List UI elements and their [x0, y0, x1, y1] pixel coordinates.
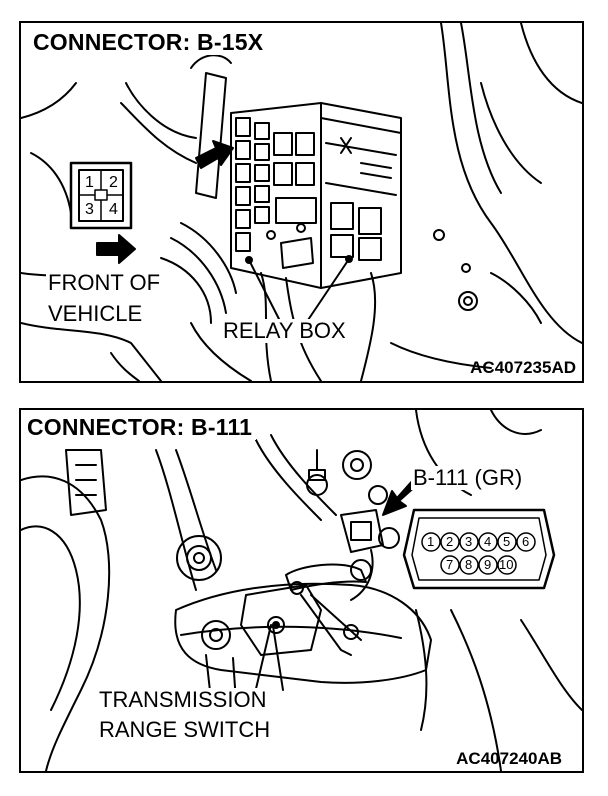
pin-8-label: 8: [465, 557, 473, 572]
pin-2-label: 2: [446, 534, 454, 549]
top-diagram-panel: 1 2 3 4 CONNECTOR: B-15X FRONT OF VEHICL…: [19, 21, 584, 383]
pin-1-label: 1: [427, 534, 435, 549]
pin-4-label: 4: [109, 201, 118, 218]
transmission-drawing: [21, 410, 582, 771]
pin-6-label: 6: [522, 534, 530, 549]
relay-box-drawing: [21, 23, 582, 381]
top-figure-code: AC407235AD: [470, 358, 576, 377]
front-of-vehicle-label-2: VEHICLE: [46, 301, 145, 326]
pin-2-label: 2: [109, 174, 118, 191]
pin-4-label: 4: [484, 534, 492, 549]
relay-box-label: RELAY BOX: [221, 318, 348, 343]
front-of-vehicle-label-1: FRONT OF: [46, 270, 163, 295]
range-switch-label-2: RANGE SWITCH: [97, 717, 273, 742]
top-panel-title: CONNECTOR: B-15X: [29, 29, 268, 55]
pin-5-label: 5: [503, 534, 511, 549]
pin-9-label: 9: [484, 557, 492, 572]
transmission-label-1: TRANSMISSION: [97, 687, 269, 712]
connector-b111-label: B-111 (GR): [411, 465, 525, 490]
pin-1-label: 1: [85, 174, 94, 191]
bottom-diagram-panel: 1 2 3 4 5 6 7 8 9 10 CONNECTOR: B-111 B-…: [19, 408, 584, 773]
pin-10-label: 10: [499, 557, 514, 572]
pin-3-label: 3: [85, 201, 94, 218]
bottom-panel-title: CONNECTOR: B-111: [23, 414, 257, 440]
pin-3-label: 3: [465, 534, 473, 549]
bottom-figure-code: AC407240AB: [456, 749, 562, 768]
pin-7-label: 7: [446, 557, 454, 572]
